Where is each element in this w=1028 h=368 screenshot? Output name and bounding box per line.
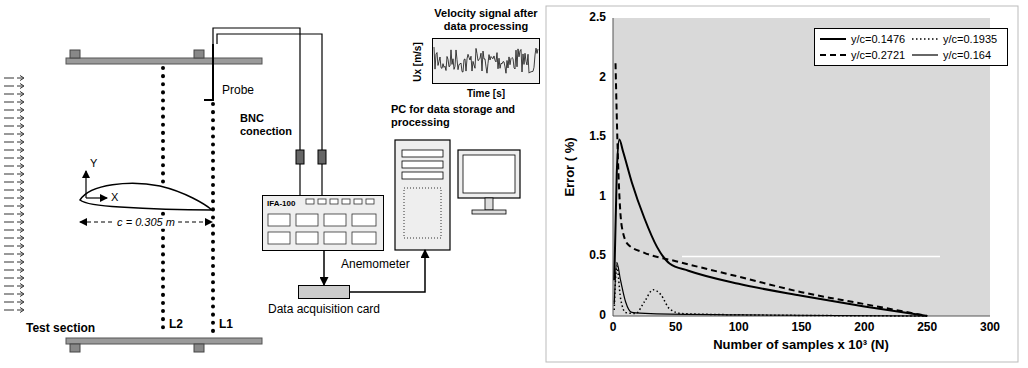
- probe: [204, 44, 213, 100]
- legend-sample: [819, 35, 847, 43]
- measurement-line: [211, 104, 215, 334]
- legend-text: y/c=0.2721: [851, 49, 905, 61]
- tick-label: 300: [980, 321, 1000, 335]
- y-axis: [613, 18, 614, 316]
- node-text: Velocity signal after data processing: [426, 7, 546, 32]
- reference-line: [682, 256, 940, 258]
- axis-title: Number of samples x 10³ (N): [713, 338, 889, 353]
- tick-label: 0.5: [589, 249, 606, 263]
- signal-plot: Velocity signal after data processing: [432, 38, 540, 84]
- tick-label: 2.5: [589, 11, 606, 25]
- axis-arrow: [85, 171, 86, 198]
- tick-label: 1.5: [589, 130, 606, 144]
- node-text: IFA-100: [267, 199, 295, 208]
- cable: [213, 28, 300, 150]
- legend-entry: y/c=0.1935: [911, 33, 1003, 45]
- node-text: PC for data storage and processing: [391, 103, 541, 128]
- legend-text: y/c=0.164: [943, 49, 991, 61]
- legend-entry: y/c=0.2721: [819, 49, 911, 61]
- legend-sample: [911, 51, 939, 59]
- airfoil: [80, 183, 212, 210]
- part-label: c = 0.305 m: [114, 216, 178, 229]
- cable: [299, 164, 300, 195]
- part-label: L1: [219, 318, 233, 332]
- bottom-wall: [66, 338, 262, 344]
- flange: [194, 344, 204, 352]
- chart-frame: [546, 6, 1018, 362]
- anemometer-body: [262, 195, 384, 251]
- signal-plot-area: [432, 38, 540, 84]
- flange: [70, 50, 80, 58]
- flange: [70, 344, 80, 352]
- cable: [321, 164, 322, 195]
- velocity-signal: [434, 47, 538, 73]
- top-wall: [66, 58, 262, 64]
- chart-legend: y/c=0.1476 y/c=0.1935 y/c=0.2721 y/c=0.164: [814, 28, 1008, 66]
- part-label: BNC conection: [240, 112, 296, 137]
- flange: [194, 50, 204, 58]
- error-curve: [614, 140, 927, 316]
- axis-title: Error ( %): [563, 137, 578, 196]
- part-label: Time [s]: [467, 88, 505, 100]
- flow-arrows: [4, 76, 24, 313]
- legend-entry: y/c=0.1476: [819, 33, 911, 45]
- computer: [395, 140, 520, 250]
- part-label: Probe: [222, 84, 254, 98]
- tick-label: 100: [729, 321, 749, 335]
- error-curve: [616, 63, 928, 316]
- legend-text: y/c=0.1935: [943, 33, 997, 45]
- tick-label: 200: [854, 321, 874, 335]
- legend-entry: y/c=0.164: [911, 49, 1003, 61]
- signal-connector: [323, 251, 325, 285]
- part-label: X: [111, 191, 118, 204]
- part-label: Ux [m/s]: [412, 42, 424, 81]
- error-curve: [614, 262, 927, 316]
- tick-label: 150: [791, 321, 811, 335]
- legend-sample: [911, 35, 939, 43]
- anemometer-controls: [268, 199, 376, 244]
- axis-arrow: [86, 197, 107, 198]
- node-text: Data acquisition card: [268, 303, 380, 317]
- error-curve: [614, 266, 927, 316]
- tick-label: 2: [599, 71, 606, 85]
- computer: PC for data storage and processing: [393, 135, 523, 250]
- part-label: Y: [90, 157, 97, 170]
- node-text: Anemometer: [341, 258, 410, 272]
- tick-label: 0: [599, 309, 606, 323]
- part-label: L2: [169, 318, 183, 332]
- legend-sample: [819, 51, 847, 59]
- tick-label: 250: [917, 321, 937, 335]
- bnc-connector: [318, 150, 326, 164]
- tick-label: 50: [669, 321, 682, 335]
- tick-label: 1: [599, 190, 606, 204]
- tick-label: 0: [610, 321, 617, 335]
- anemometer: IFA-100Anemometer: [262, 195, 384, 251]
- legend-text: y/c=0.1476: [851, 33, 905, 45]
- bnc-connector: [296, 150, 304, 164]
- acquisition-card: Data acquisition card: [298, 285, 350, 299]
- cable: [217, 34, 322, 150]
- part-label: Test section: [26, 322, 95, 336]
